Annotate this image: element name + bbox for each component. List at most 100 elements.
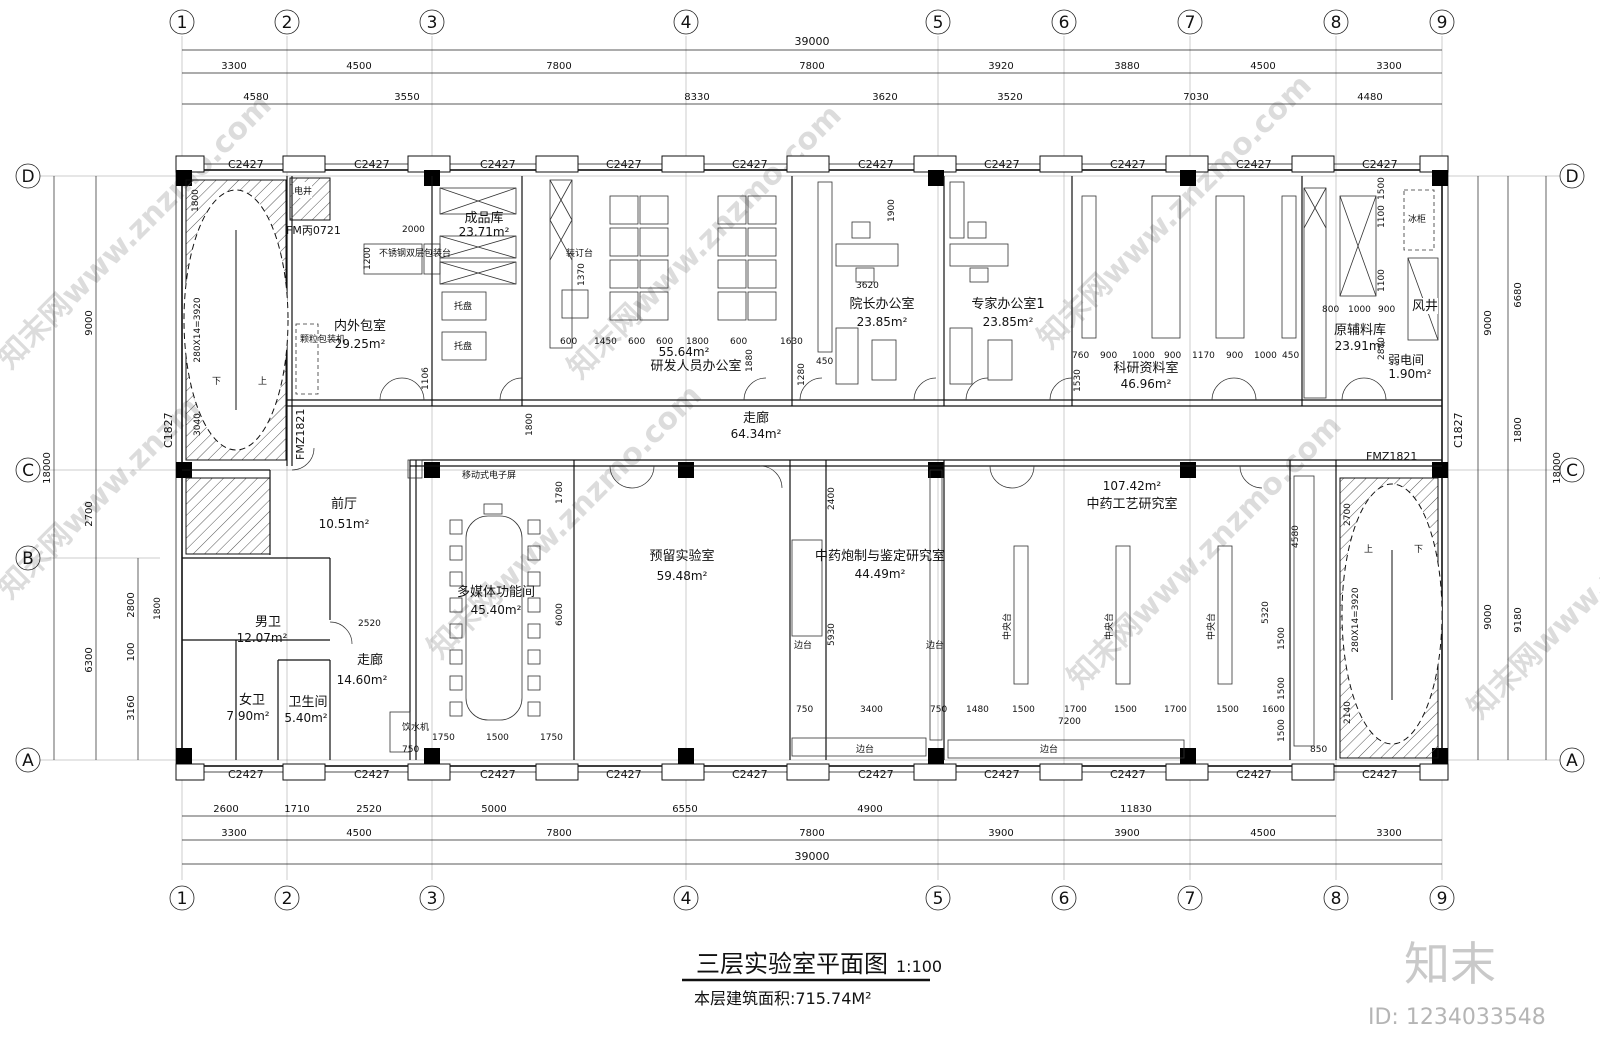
svg-text:5320: 5320 <box>1261 601 1271 624</box>
axis-bubbles-left: D C B A <box>15 163 41 773</box>
svg-text:1800: 1800 <box>686 337 709 347</box>
meeting-chair <box>449 545 463 561</box>
svg-text:研发人员办公室: 研发人员办公室 <box>650 358 741 374</box>
dim: 9000 <box>1483 310 1494 335</box>
svg-text:750: 750 <box>930 705 947 715</box>
svg-text:5930: 5930 <box>827 623 837 646</box>
dimension-lines <box>53 49 1547 865</box>
svg-text:FMZ1821: FMZ1821 <box>294 409 307 460</box>
office-rack <box>549 179 589 349</box>
dim: 3160 <box>126 695 137 720</box>
tcm-benches <box>791 469 1315 759</box>
meeting-chair <box>527 597 541 613</box>
svg-text:46.96m²: 46.96m² <box>1121 377 1172 391</box>
axis-bubble: 9 <box>1429 9 1455 35</box>
dim-top-total: 39000 <box>795 35 830 48</box>
svg-text:边台: 边台 <box>794 639 812 651</box>
svg-text:C1827: C1827 <box>162 412 175 448</box>
svg-text:颗粒包装机: 颗粒包装机 <box>300 333 345 345</box>
workstation-desk <box>609 195 639 225</box>
svg-text:23.85m²: 23.85m² <box>857 315 908 329</box>
svg-text:450: 450 <box>816 357 833 367</box>
svg-text:1500: 1500 <box>1114 705 1137 715</box>
svg-text:1: 1 <box>177 889 188 909</box>
svg-text:4: 4 <box>681 13 692 33</box>
watermark-6: 知末网www.znzmo.com <box>1061 408 1349 696</box>
svg-text:电井: 电井 <box>294 185 312 197</box>
svg-text:4: 4 <box>681 889 692 909</box>
dim: 3900 <box>1114 828 1139 839</box>
svg-text:750: 750 <box>796 705 813 715</box>
workstation-desk <box>747 227 777 257</box>
dim: 3620 <box>872 92 897 103</box>
axis-bubble: 4 <box>673 885 699 911</box>
stair-right-label: 280X14=3920 <box>1351 587 1361 653</box>
svg-text:7200: 7200 <box>1058 717 1081 727</box>
dim: 4900 <box>857 804 882 815</box>
svg-text:1: 1 <box>177 13 188 33</box>
svg-text:4580: 4580 <box>1291 525 1301 548</box>
svg-text:FMZ1821: FMZ1821 <box>1366 450 1417 463</box>
brand-block: 知末 ID: 1234033548 <box>1368 937 1546 1030</box>
dim: 6300 <box>84 647 95 672</box>
svg-text:1100: 1100 <box>1377 205 1387 228</box>
workstation-desk <box>717 227 747 257</box>
svg-text:C2427: C2427 <box>858 158 894 171</box>
meeting-chair <box>527 571 541 587</box>
workstation-desk <box>639 259 669 289</box>
svg-text:原辅料库: 原辅料库 <box>1334 322 1386 338</box>
svg-text:2: 2 <box>282 889 293 909</box>
interior-walls <box>182 176 1442 760</box>
meeting-chair <box>449 571 463 587</box>
svg-text:中药炮制与鉴定研究室: 中药炮制与鉴定研究室 <box>815 548 945 564</box>
svg-text:7: 7 <box>1185 889 1196 909</box>
axis-bubble: 1 <box>169 885 195 911</box>
dim: 3520 <box>997 92 1022 103</box>
svg-text:7: 7 <box>1185 13 1196 33</box>
title-block: 三层实验室平面图 1:100 本层建筑面积:715.74M² <box>682 950 942 1008</box>
svg-text:1880: 1880 <box>745 349 755 372</box>
svg-text:C2427: C2427 <box>732 158 768 171</box>
svg-text:600: 600 <box>730 337 747 347</box>
svg-text:3: 3 <box>427 13 438 33</box>
store-labels: 不锈钢双层包装台 托盘 托盘 颗粒包装机 装订台 <box>300 247 593 352</box>
svg-text:3620: 3620 <box>856 281 879 291</box>
svg-text:A: A <box>1566 751 1578 771</box>
meeting-chair <box>527 545 541 561</box>
dim: 8330 <box>684 92 709 103</box>
elec-well: 电井 <box>289 177 331 221</box>
svg-text:卫生间: 卫生间 <box>288 695 327 710</box>
axis-bubble: 1 <box>169 9 195 35</box>
svg-text:600: 600 <box>656 337 673 347</box>
svg-text:900: 900 <box>1164 351 1181 361</box>
svg-text:1530: 1530 <box>1073 369 1083 392</box>
svg-text:1600: 1600 <box>1262 705 1285 715</box>
svg-text:1500: 1500 <box>1277 627 1287 650</box>
svg-text:1170: 1170 <box>1192 351 1215 361</box>
svg-text:1500: 1500 <box>486 733 509 743</box>
svg-text:9: 9 <box>1437 889 1448 909</box>
svg-text:走廊: 走廊 <box>357 652 383 668</box>
svg-text:6000: 6000 <box>555 603 565 626</box>
dim: 3300 <box>221 828 246 839</box>
dim: 2700 <box>84 501 95 526</box>
svg-text:5: 5 <box>933 889 944 909</box>
svg-text:C2427: C2427 <box>354 158 390 171</box>
workstation-desk <box>717 259 747 289</box>
dim: 9180 <box>1513 607 1524 632</box>
meeting-chair <box>527 623 541 639</box>
svg-text:600: 600 <box>628 337 645 347</box>
dim: 3300 <box>221 61 246 72</box>
meeting-chair <box>527 519 541 535</box>
svg-text:1106: 1106 <box>421 367 431 390</box>
axis-bubble: 6 <box>1051 9 1077 35</box>
svg-text:内外包室: 内外包室 <box>334 318 386 334</box>
axis-bubble: C <box>1559 457 1585 483</box>
axis-bubble: 8 <box>1323 9 1349 35</box>
svg-text:59.48m²: 59.48m² <box>657 569 708 583</box>
wind-well: 风井 <box>1407 257 1439 341</box>
